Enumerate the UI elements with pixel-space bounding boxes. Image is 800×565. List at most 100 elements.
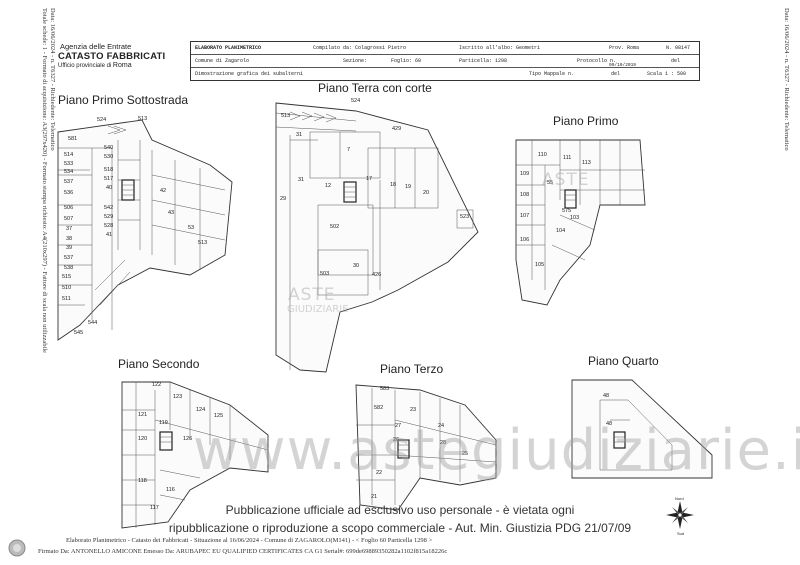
header-title: ELABORATO PLANIMETRICO — [195, 45, 262, 51]
header-divider-2 — [191, 67, 699, 68]
header-sezione: Sezione: — [343, 58, 368, 64]
plan-primo-sottostrada — [57, 119, 233, 341]
room-label: 513 — [198, 240, 208, 246]
room-label: 42 — [160, 188, 167, 194]
agency-line2: CATASTO FABBRICATI — [58, 51, 166, 62]
notice-line-1: Pubblicazione ufficiale ad esclusivo uso… — [225, 503, 575, 517]
room-label: 121 — [138, 412, 148, 418]
agency-line3: Ufficio provinciale di — [58, 63, 112, 69]
header-del-1: del — [671, 58, 681, 64]
agency-office: Ufficio provinciale di Roma — [58, 62, 178, 69]
floor-title-secondo: Piano Secondo — [118, 357, 200, 371]
room-label: 429 — [392, 126, 402, 132]
room-label: 523 — [460, 214, 470, 220]
room-label: 107 — [520, 213, 530, 219]
footer-line-2: Firmato Da: ANTONELLO AMICONE Emesso Da:… — [38, 548, 448, 555]
room-label: 12 — [325, 183, 332, 189]
room-label: 583 — [380, 386, 390, 392]
room-label: 21 — [371, 494, 378, 500]
room-label: 24 — [438, 423, 445, 429]
plan-quarto — [571, 379, 713, 479]
room-label: 528 — [104, 223, 114, 229]
agency-city: Roma — [112, 62, 132, 69]
room-label: 533 — [64, 161, 74, 167]
room-label: 18 — [390, 182, 397, 188]
room-label: 513 — [281, 113, 291, 119]
room-label: 7 — [347, 147, 351, 153]
room-label: 524 — [351, 98, 361, 104]
header-dimostrazione: Dimostrazione grafica dei subalterni — [195, 71, 304, 77]
agency-block: Agenzia delle Entrate CATASTO FABBRICATI… — [58, 42, 178, 69]
room-label: 120 — [138, 436, 148, 442]
room-label: 582 — [374, 405, 384, 411]
room-label: 534 — [64, 169, 74, 175]
agency-line1: Agenzia delle Entrate — [60, 42, 132, 51]
room-label: 117 — [150, 505, 159, 511]
room-label: 28 — [440, 440, 447, 446]
room-label: 105 — [535, 262, 545, 268]
room-label: 537 — [64, 255, 74, 261]
room-label: 108 — [520, 192, 530, 198]
room-label: 545 — [74, 330, 84, 336]
watermark-big: www.astegiudiziarie.it — [193, 418, 800, 483]
room-label: 506 — [64, 205, 74, 211]
room-label: 31 — [298, 177, 305, 183]
room-label: 29 — [280, 196, 287, 202]
room-label: 118 — [138, 478, 147, 484]
room-label: 38 — [66, 236, 73, 242]
room-label: 530 — [104, 154, 114, 160]
room-label: 48 — [606, 421, 613, 427]
header-particella: Particella: 1298 — [459, 58, 508, 64]
plan-secondo — [121, 381, 269, 529]
room-label: 503 — [320, 271, 330, 277]
room-label: 542 — [104, 205, 114, 211]
compass-north: Nord — [675, 496, 684, 501]
room-label: 124 — [196, 407, 206, 413]
header-prov: Prov. Roma — [609, 45, 640, 51]
room-label: 19 — [405, 184, 412, 190]
floor-title-terra: Piano Terra con corte — [318, 81, 432, 95]
room-label: 514 — [64, 152, 74, 158]
room-label: 524 — [97, 117, 107, 123]
room-label: 540 — [104, 145, 114, 151]
header-scala: Scala 1 : 500 — [647, 71, 687, 77]
room-label: 536 — [64, 190, 74, 196]
room-label: 513 — [138, 116, 148, 122]
room-label: 581 — [68, 136, 78, 142]
room-label: 125 — [214, 413, 224, 419]
room-label: 426 — [372, 272, 382, 278]
floor-title-primo-sottostrada: Piano Primo Sottostrada — [58, 93, 189, 107]
room-label: 106 — [520, 237, 530, 243]
header-del-2: del — [611, 71, 621, 77]
room-label: 31 — [296, 132, 303, 138]
room-label: 48 — [603, 393, 610, 399]
floor-title-primo: Piano Primo — [553, 114, 619, 128]
room-label: 123 — [173, 394, 183, 400]
room-label: 43 — [168, 210, 175, 216]
room-label: 119 — [159, 420, 168, 426]
room-label: 517 — [104, 176, 114, 182]
room-label: 25 — [462, 451, 469, 457]
compass-rose-drawing — [666, 501, 694, 529]
room-label: 507 — [64, 216, 74, 222]
room-label: 23 — [410, 407, 417, 413]
room-label: 53 — [188, 225, 195, 231]
watermark-small-aste-2: ASTE — [542, 170, 590, 190]
room-label: 116 — [166, 487, 175, 493]
room-label: 122 — [152, 382, 162, 388]
room-label: 55 — [547, 180, 554, 186]
room-label: 39 — [66, 245, 73, 251]
room-label: 30 — [353, 263, 360, 269]
room-label: 41 — [106, 232, 113, 238]
floor-title-terzo: Piano Terzo — [380, 362, 444, 376]
room-label: 502 — [330, 224, 340, 230]
room-label: 544 — [88, 320, 98, 326]
plan-terzo — [355, 384, 497, 511]
room-label: 37 — [66, 226, 73, 232]
header-protocollo: Protocollo n. — [577, 58, 617, 64]
header-data-protocollo: 09/10/2019 — [609, 63, 637, 68]
header-divider-1 — [191, 54, 699, 55]
signature-seal-icon — [8, 539, 26, 557]
room-label: 529 — [104, 214, 114, 220]
